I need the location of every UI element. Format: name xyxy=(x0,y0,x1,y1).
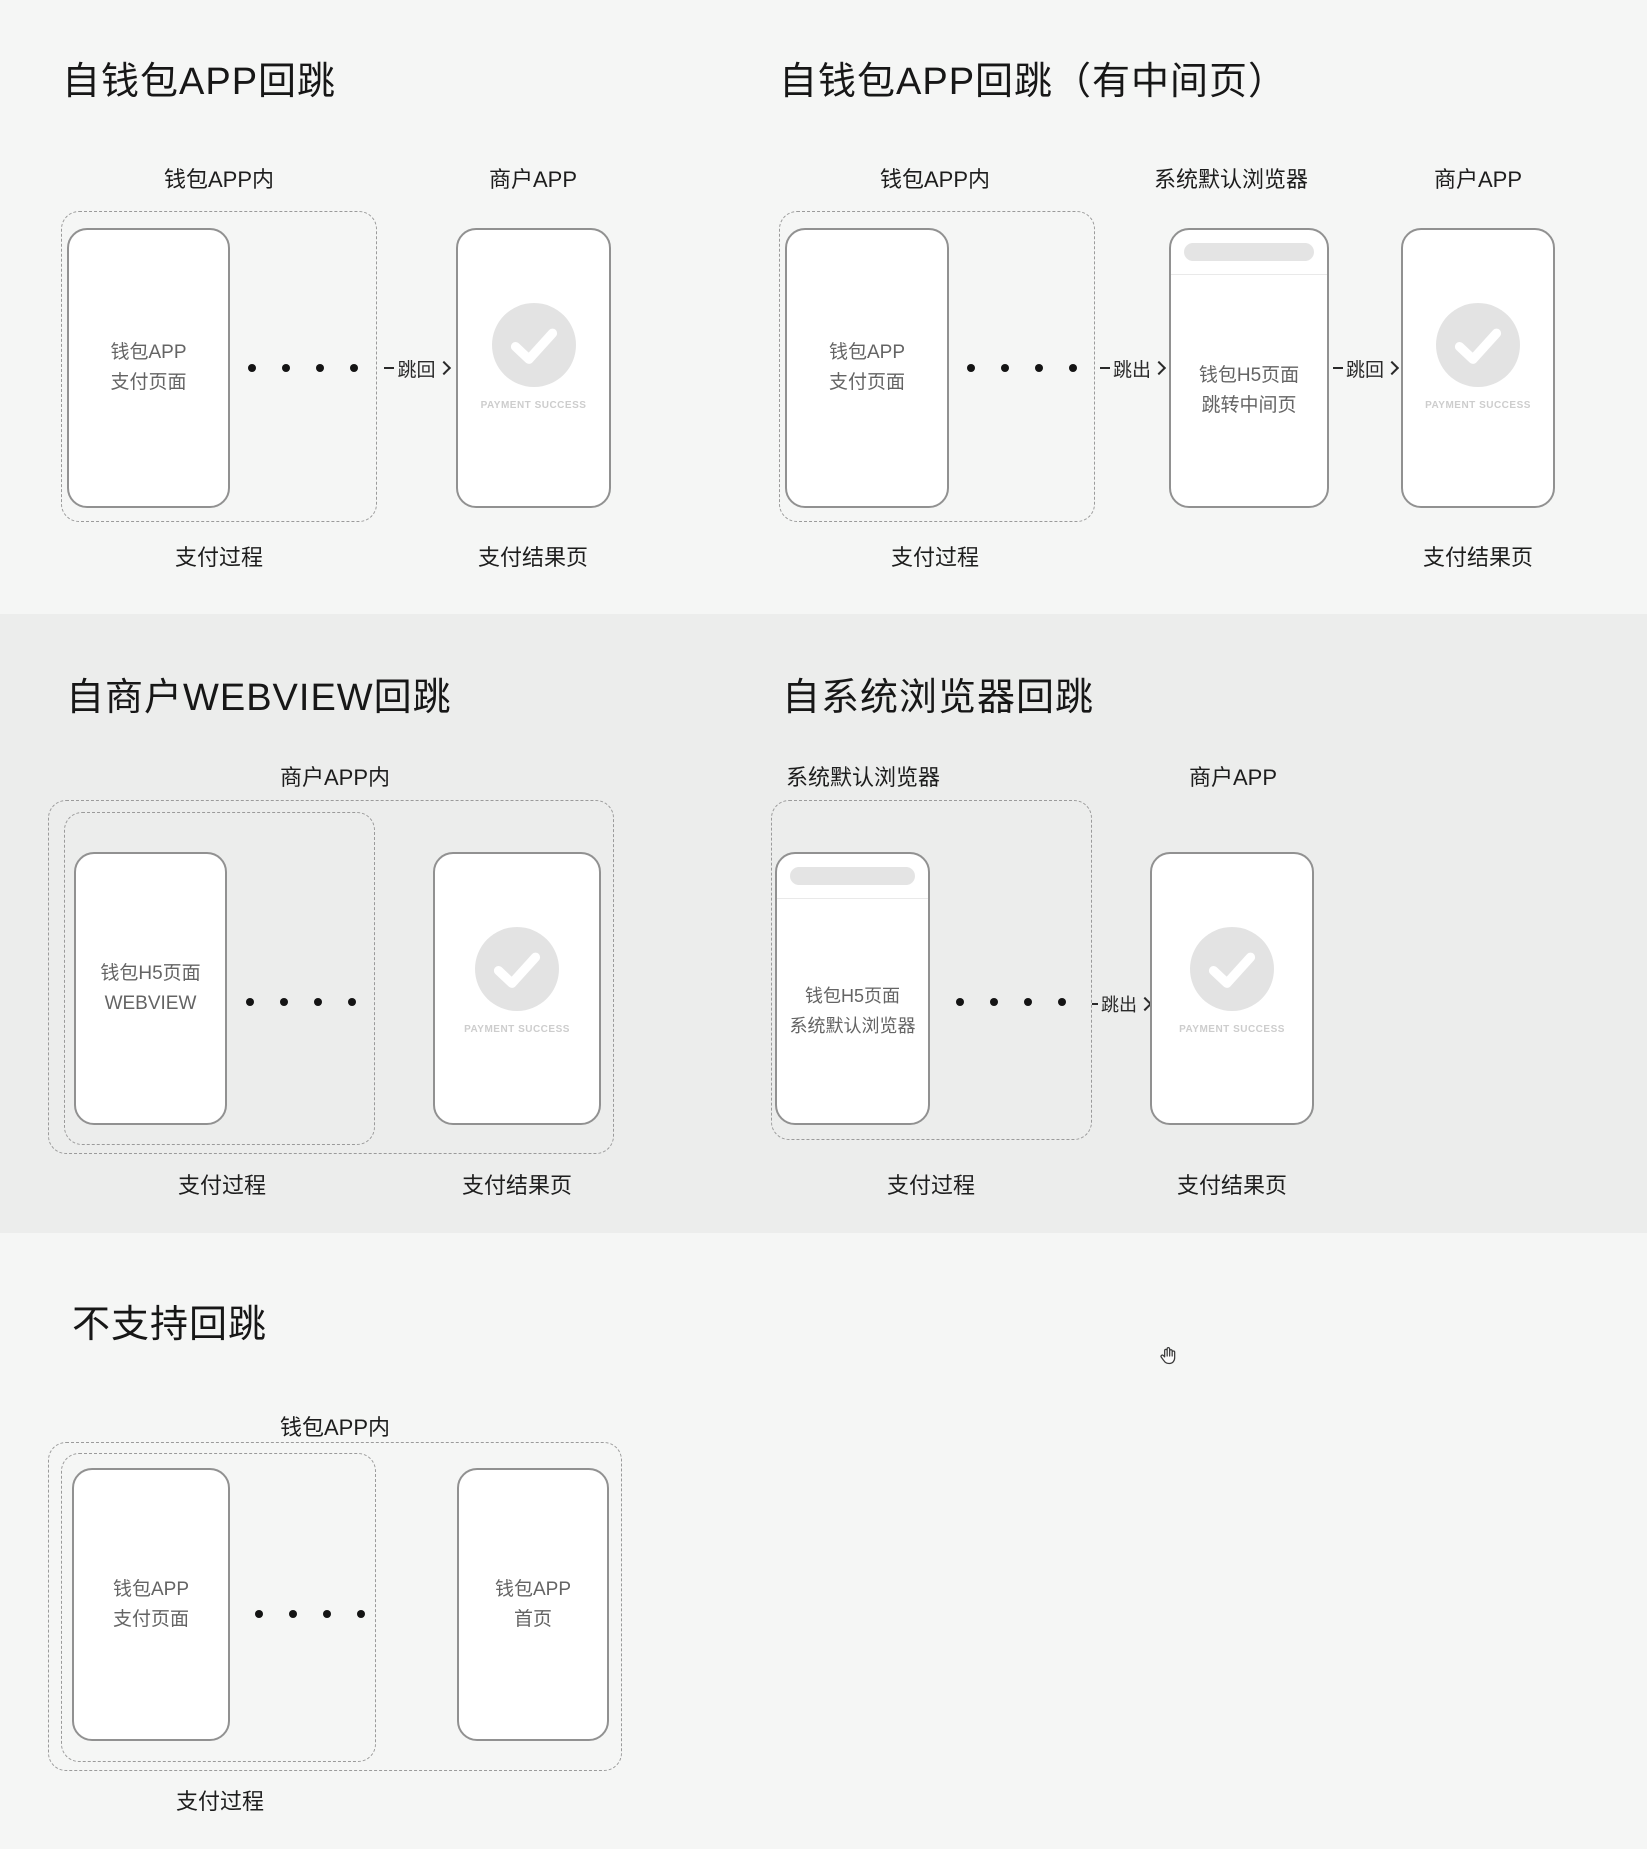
payment-process-inner-dashed-container xyxy=(61,1453,376,1762)
wallet-pay-phone: 钱包APP 支付页面 xyxy=(72,1468,230,1741)
payment-process-label: 支付过程 xyxy=(175,1789,265,1814)
h5-phone-text: 钱包H5页面 系统默认浏览器 xyxy=(790,981,916,1041)
h5-webview-phone-text: 钱包H5页面 WEBVIEW xyxy=(100,959,200,1019)
phone-text-line2: 支付页面 xyxy=(110,372,187,393)
wallet-pay-phone-text: 钱包APP 支付页面 xyxy=(829,338,905,398)
h5-phone-text: 钱包H5页面 跳转中间页 xyxy=(1199,361,1299,421)
wallet-pay-phone: 钱包APP 支付页面 xyxy=(785,228,949,508)
phone-text-line2: WEBVIEW xyxy=(104,992,197,1014)
phone-text-line1: 钱包H5页面 xyxy=(1198,364,1300,386)
jump-out-arrow: 跳出 xyxy=(1092,991,1153,1017)
payment-result-label: 支付结果页 xyxy=(1176,1173,1288,1198)
phone-text-line2: 系统默认浏览器 xyxy=(789,1016,916,1036)
merchant-app-container-label: 商户APP内 xyxy=(279,765,391,790)
wallet-app-container-label: 钱包APP内 xyxy=(163,167,275,192)
wallet-app-container-label: 钱包APP内 xyxy=(279,1415,391,1440)
address-bar xyxy=(790,867,915,885)
check-icon xyxy=(491,303,576,387)
payment-process-label: 支付过程 xyxy=(174,545,264,570)
wallet-app-dashed-container xyxy=(61,211,377,522)
system-browser-label: 系统默认浏览器 xyxy=(1153,167,1309,192)
phone-text-line2: 首页 xyxy=(513,1608,552,1630)
wallet-h5-browser-phone: 钱包H5页面 系统默认浏览器 xyxy=(775,852,930,1125)
phone-text-line2: 支付页面 xyxy=(828,372,905,393)
payment-process-label: 支付过程 xyxy=(886,1173,976,1198)
merchant-app-label: 商户APP xyxy=(1188,765,1278,790)
arrow-line xyxy=(1092,1003,1098,1005)
section-title-wallet-app-return-interpage: 自钱包APP回跳（有中间页） xyxy=(779,61,1288,103)
payment-success-label: PAYMENT SUCCESS xyxy=(1425,400,1531,411)
phone-text-line1: 钱包H5页面 xyxy=(100,962,201,984)
ellipsis-dots xyxy=(246,998,356,1006)
success-phone: PAYMENT SUCCESS xyxy=(1401,228,1555,508)
phone-text-line1: 钱包APP xyxy=(110,342,187,363)
ellipsis-dots xyxy=(248,364,358,372)
payment-success-screen: PAYMENT SUCCESS xyxy=(458,230,609,506)
phone-text-line2: 支付页面 xyxy=(112,1608,189,1630)
phone-text-line1: 钱包APP xyxy=(494,1578,572,1600)
wallet-app-dashed-container xyxy=(779,211,1095,522)
payment-result-label: 支付结果页 xyxy=(477,545,589,570)
phone-text-line2: 跳转中间页 xyxy=(1201,394,1297,416)
wallet-pay-phone: 钱包APP 支付页面 xyxy=(67,228,230,508)
arrow-line xyxy=(384,367,395,369)
section-title-merchant-webview-return: 自商户WEBVIEW回跳 xyxy=(66,677,452,719)
payment-success-screen: PAYMENT SUCCESS xyxy=(435,854,599,1123)
browser-separator xyxy=(1171,274,1327,275)
check-icon xyxy=(475,927,559,1011)
phone-text-line1: 钱包H5页面 xyxy=(804,986,900,1006)
payment-result-label: 支付结果页 xyxy=(461,1173,573,1198)
success-phone: PAYMENT SUCCESS xyxy=(433,852,601,1125)
arrow-head-icon xyxy=(436,360,451,376)
merchant-app-outer-dashed-container xyxy=(48,800,614,1154)
wallet-app-container-label: 钱包APP内 xyxy=(879,167,991,192)
arrow-line xyxy=(1332,367,1343,369)
section-title-no-return: 不支持回跳 xyxy=(72,1304,268,1346)
payment-process-label: 支付过程 xyxy=(890,545,980,570)
arrow-label: 跳回 xyxy=(397,359,436,381)
wallet-app-outer-dashed-container xyxy=(48,1442,622,1771)
arrow-line xyxy=(1099,367,1110,369)
wallet-h5-webview-phone: 钱包H5页面 WEBVIEW xyxy=(74,852,227,1125)
wallet-home-phone-text: 钱包APP 首页 xyxy=(495,1575,571,1635)
wallet-home-phone: 钱包APP 首页 xyxy=(457,1468,609,1741)
browser-separator xyxy=(777,898,928,899)
success-phone: PAYMENT SUCCESS xyxy=(456,228,611,508)
check-icon xyxy=(1436,303,1520,387)
ellipsis-dots xyxy=(255,1610,365,1618)
wallet-pay-phone-text: 钱包APP 支付页面 xyxy=(110,338,186,398)
payment-success-screen: PAYMENT SUCCESS xyxy=(1403,230,1553,506)
jump-back-arrow: 跳回 xyxy=(377,355,456,381)
check-icon xyxy=(1190,927,1274,1011)
payment-success-label: PAYMENT SUCCESS xyxy=(480,400,587,411)
payment-result-label: 支付结果页 xyxy=(1422,545,1534,570)
arrow-head-icon xyxy=(1384,360,1400,376)
arrow-label: 跳出 xyxy=(1112,359,1151,381)
phone-text-line1: 钱包APP xyxy=(112,1578,190,1600)
ellipsis-dots xyxy=(956,998,1066,1006)
payment-success-label: PAYMENT SUCCESS xyxy=(1179,1024,1285,1035)
arrow-head-icon xyxy=(1151,360,1167,376)
arrow-label: 跳回 xyxy=(1345,359,1384,381)
merchant-app-label: 商户APP xyxy=(1433,167,1523,192)
jump-back-arrow: 跳回 xyxy=(1329,355,1401,381)
arrow-label: 跳出 xyxy=(1101,995,1137,1015)
phone-text-line1: 钱包APP xyxy=(828,342,906,363)
payment-process-label: 支付过程 xyxy=(177,1173,267,1198)
jump-out-arrow: 跳出 xyxy=(1095,355,1169,381)
address-bar xyxy=(1184,243,1314,261)
system-browser-dashed-container xyxy=(771,800,1092,1140)
wallet-pay-phone-text: 钱包APP 支付页面 xyxy=(113,1575,189,1635)
payment-success-label: PAYMENT SUCCESS xyxy=(464,1024,570,1035)
payment-process-inner-dashed-container xyxy=(64,812,375,1145)
system-browser-label: 系统默认浏览器 xyxy=(785,765,941,790)
section-title-system-browser-return: 自系统浏览器回跳 xyxy=(782,677,1095,719)
ellipsis-dots xyxy=(967,364,1077,372)
wallet-h5-browser-phone: 钱包H5页面 跳转中间页 xyxy=(1169,228,1329,508)
section-title-wallet-app-return: 自钱包APP回跳 xyxy=(62,61,337,103)
success-phone: PAYMENT SUCCESS xyxy=(1150,852,1314,1125)
hand-cursor-icon xyxy=(1158,1346,1178,1366)
payment-success-screen: PAYMENT SUCCESS xyxy=(1152,854,1312,1123)
merchant-app-label: 商户APP xyxy=(488,167,578,192)
